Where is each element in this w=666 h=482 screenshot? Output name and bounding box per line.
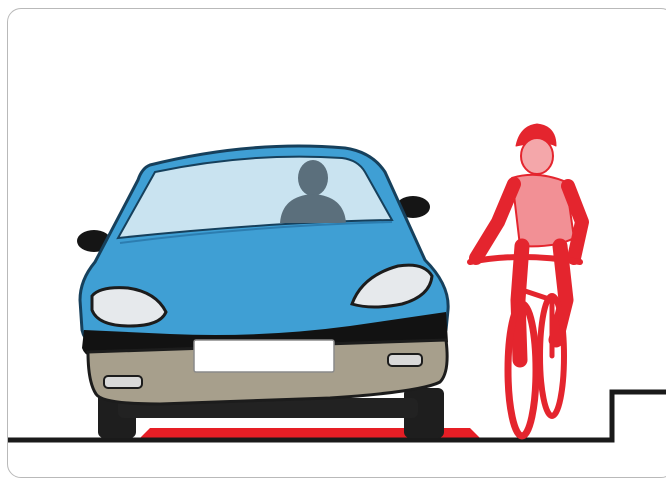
car-fog-light-left xyxy=(104,376,142,388)
car-front-view xyxy=(77,146,448,438)
cyclist-head xyxy=(521,138,553,174)
cyclist xyxy=(470,124,582,436)
cyclist-arm-left xyxy=(476,184,514,258)
licence-plate xyxy=(194,340,334,372)
car-fog-light-right xyxy=(388,354,422,366)
